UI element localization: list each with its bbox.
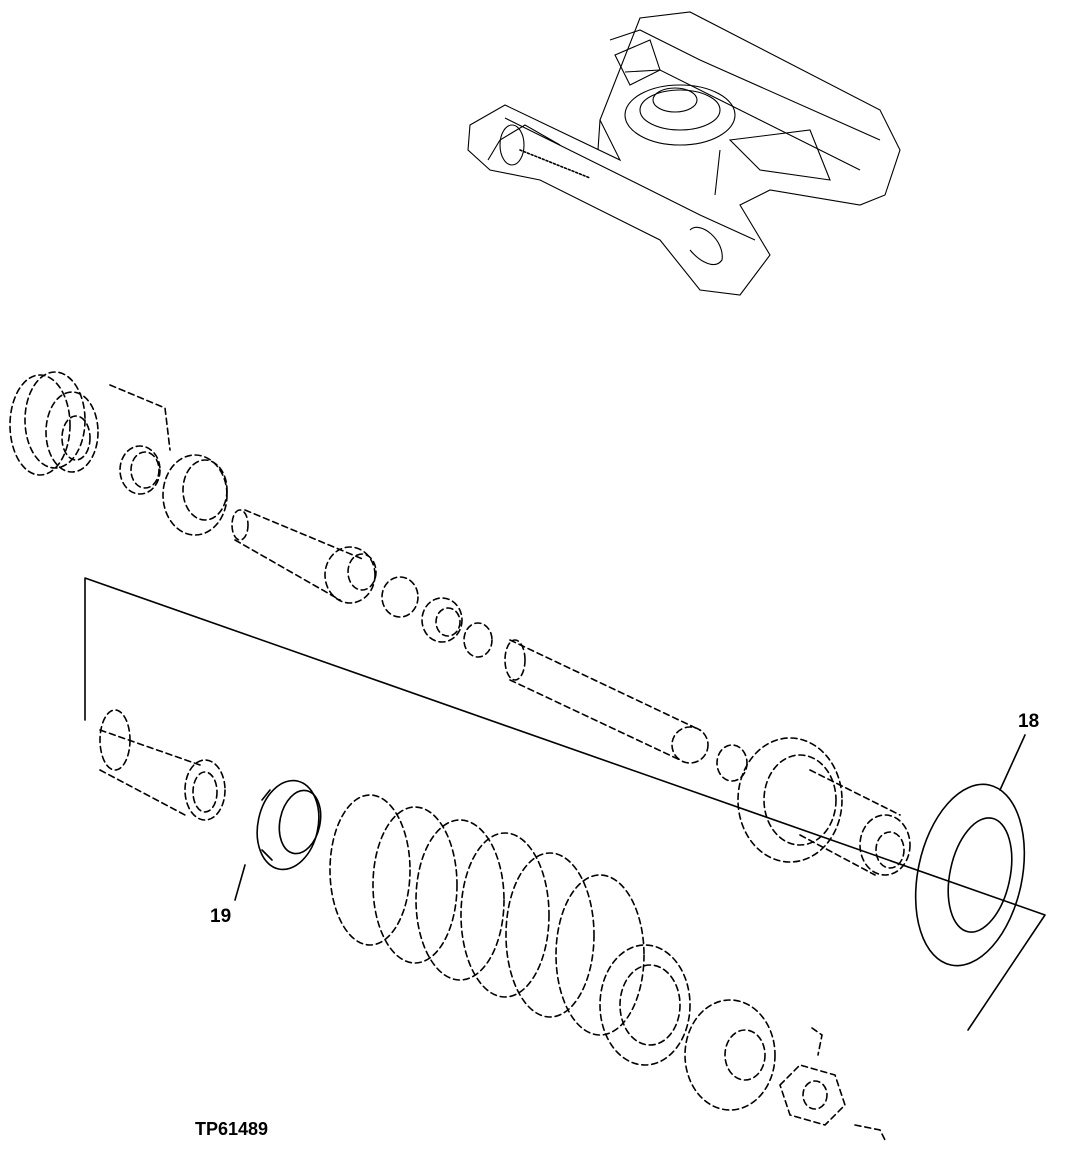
figure-id: TP61489 — [195, 1119, 269, 1139]
callout-19: 19 — [210, 906, 232, 927]
part-18-large-washer — [914, 734, 1026, 967]
assembly-bracket — [84, 577, 1046, 1031]
idler-parts-phantom — [9, 371, 911, 876]
track-frame-overview — [467, 11, 901, 296]
lower-parts-phantom — [99, 709, 886, 1141]
callout-18: 18 — [1018, 711, 1040, 732]
part-19-ring-seal — [234, 779, 322, 901]
